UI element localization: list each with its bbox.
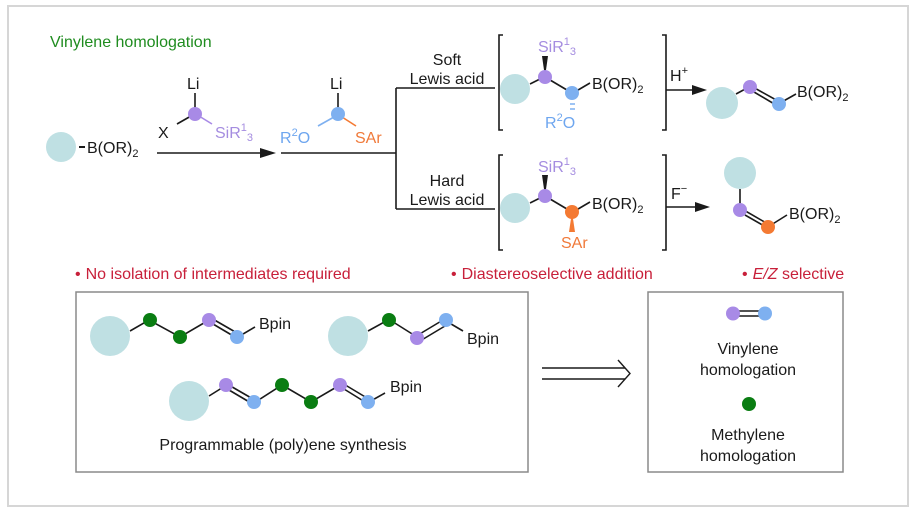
reagent-fluoride: F− — [671, 183, 687, 203]
bond — [176, 115, 192, 125]
carbon-blue — [439, 313, 453, 327]
carbon-purple — [743, 80, 757, 94]
carbon-blue — [230, 330, 244, 344]
carbon-purple — [733, 203, 747, 217]
soft-product-boron: B(OR)2 — [797, 84, 848, 104]
hard-silyl: SiR13 — [538, 156, 576, 178]
chain-bonds — [253, 384, 341, 404]
arrowhead-icon — [260, 148, 276, 158]
vinylene-label-2: homologation — [700, 362, 796, 379]
carbon-orange — [761, 220, 775, 234]
carbon-blue — [565, 86, 579, 100]
carbon-green — [304, 395, 318, 409]
double-bond — [419, 325, 446, 342]
reagent-h-plus: H+ — [670, 65, 688, 85]
carbon-purple — [188, 107, 202, 121]
soft-label-2: Lewis acid — [410, 71, 485, 88]
vinylene-label-1: Vinylene — [717, 341, 778, 358]
soft-label-1: Soft — [433, 52, 462, 69]
hard-boron: B(OR)2 — [592, 196, 643, 216]
chain3-bpin: Bpin — [390, 379, 422, 396]
bond — [198, 115, 213, 125]
hard-thio: SAr — [561, 235, 588, 252]
hard-label-1: Hard — [430, 173, 465, 190]
arrowhead-icon — [692, 85, 707, 95]
carbon-purple — [538, 189, 552, 203]
substrate-circle — [46, 132, 76, 162]
substrate-circle — [328, 316, 368, 356]
carbon-green — [382, 313, 396, 327]
reagent2-thio: SAr — [355, 130, 382, 147]
substrate-circle — [706, 87, 738, 119]
hard-product-boron: B(OR)2 — [789, 206, 840, 226]
feature-no-isolation: •No isolation of intermediates required — [75, 266, 351, 283]
bond — [317, 116, 335, 127]
carbon-blue — [331, 107, 345, 121]
substrate-circle — [724, 157, 756, 189]
methylene-label-2: homologation — [700, 448, 796, 465]
bond — [341, 116, 357, 127]
carbon-purple — [410, 331, 424, 345]
carbon-blue — [361, 395, 375, 409]
carbon-green — [275, 378, 289, 392]
substrate-circle — [169, 381, 209, 421]
carbon-purple — [202, 313, 216, 327]
double-bond — [417, 319, 444, 336]
carbon-purple — [538, 70, 552, 84]
wedge-bond — [542, 175, 548, 196]
soft-boron: B(OR)2 — [592, 76, 643, 96]
bracket-left — [498, 154, 503, 251]
carbon-purple — [219, 378, 233, 392]
chain1-bpin: Bpin — [259, 316, 291, 333]
feature-ez-selective: •E/Z selective — [742, 266, 844, 283]
carbon-blue — [772, 97, 786, 111]
reagent1-li: Li — [187, 76, 199, 93]
soft-silyl: SiR13 — [538, 36, 576, 58]
feature-diastereoselective: •Diastereoselective addition — [451, 266, 653, 283]
legend-box — [647, 291, 844, 473]
carbon-orange — [565, 205, 579, 219]
reagent1-x: X — [158, 125, 169, 142]
reagent2-ether: R2O — [280, 127, 310, 147]
carbon-blue — [247, 395, 261, 409]
bracket-right — [662, 154, 667, 251]
hard-label-2: Lewis acid — [410, 192, 485, 209]
arrowhead-icon — [695, 202, 710, 212]
bracket-right — [662, 34, 667, 131]
start-boron-label: B(OR)2 — [87, 140, 138, 160]
carbon-purple — [333, 378, 347, 392]
soft-ether: R2O — [545, 112, 575, 132]
substrate-circle — [500, 193, 530, 223]
reagent2-li: Li — [330, 76, 342, 93]
chain2-bpin: Bpin — [467, 331, 499, 348]
chain-bonds — [129, 319, 210, 338]
reagent1-silyl: SiR13 — [215, 122, 253, 144]
carbon-green — [173, 330, 187, 344]
polyene-caption: Programmable (poly)ene synthesis — [159, 437, 406, 454]
carbon-green — [143, 313, 157, 327]
wedge-bond — [569, 212, 575, 232]
substrate-circle — [90, 316, 130, 356]
substrate-circle — [500, 74, 530, 104]
retro-arrowhead-icon — [617, 359, 631, 388]
methylene-label-1: Methylene — [711, 427, 785, 444]
title: Vinylene homologation — [50, 34, 212, 51]
polyene-box — [75, 291, 529, 473]
carbon-blue — [758, 306, 772, 321]
bracket-left — [498, 34, 503, 131]
carbon-purple — [726, 306, 740, 321]
carbon-green — [742, 397, 756, 411]
wedge-bond — [542, 56, 548, 77]
